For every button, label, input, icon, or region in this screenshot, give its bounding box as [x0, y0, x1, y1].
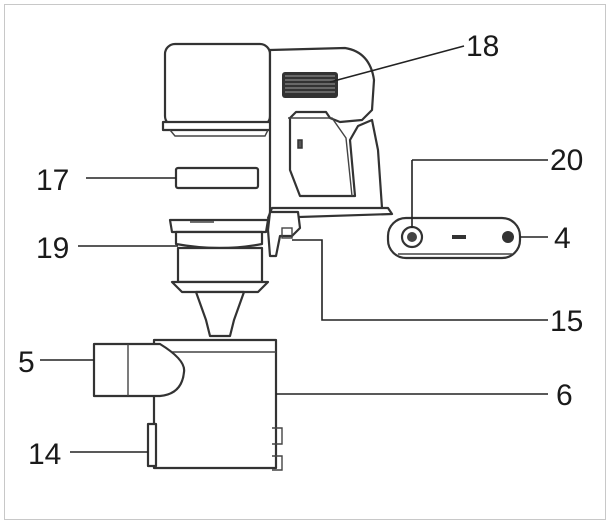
- indicator-slot: [452, 235, 466, 239]
- battery-pack: [386, 216, 522, 260]
- callout-20: 20: [550, 144, 583, 177]
- callout-5: 5: [18, 346, 35, 379]
- callout-4: 4: [554, 222, 571, 255]
- leader-lines: [40, 45, 548, 453]
- motor-housing: [92, 338, 283, 471]
- callout-6: 6: [556, 379, 573, 412]
- filter-cup: [168, 218, 270, 338]
- callout-15: 15: [550, 305, 583, 338]
- callout-17: 17: [36, 164, 69, 197]
- filter-part: [174, 166, 260, 190]
- vent-grille: [282, 72, 338, 98]
- callout-18: 18: [466, 30, 499, 63]
- vacuum-body: [161, 42, 394, 258]
- callout-14: 14: [28, 438, 61, 471]
- callout-19: 19: [36, 232, 69, 265]
